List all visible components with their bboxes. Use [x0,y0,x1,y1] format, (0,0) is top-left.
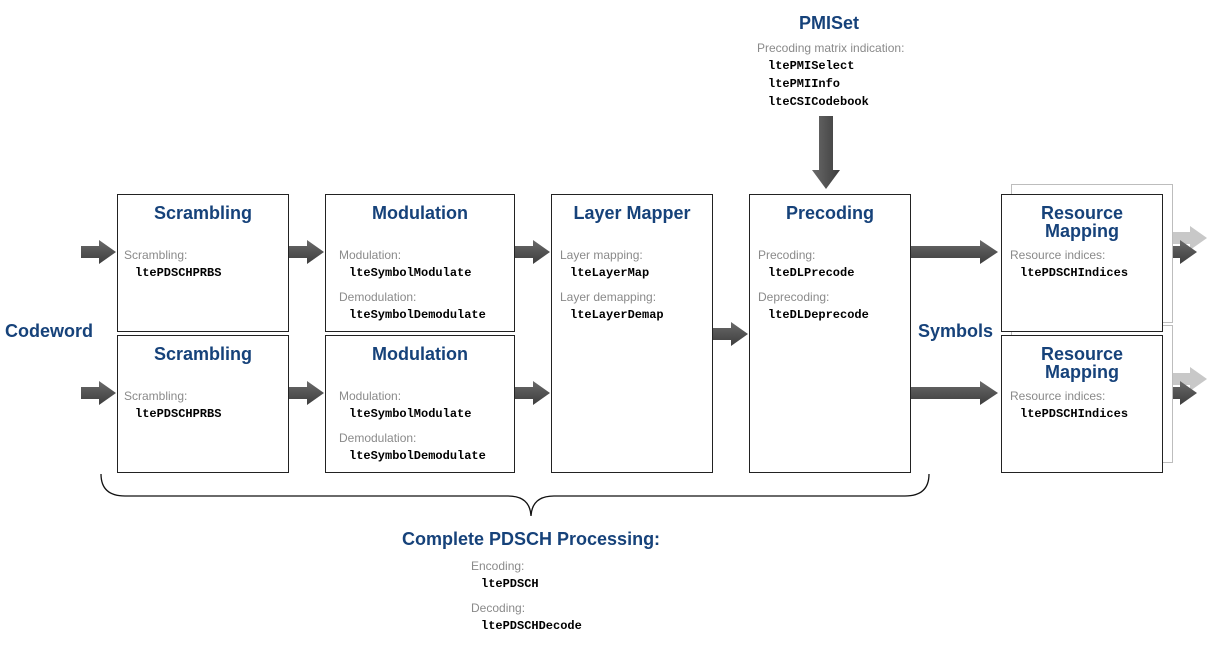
demodulation-label: Demodulation: [339,290,417,304]
arrow-prec-rm1 [911,240,998,264]
pmiset-label: Precoding matrix indication: [757,41,905,55]
modulation-block-2: Modulation Modulation: lteSymbolModulate… [325,335,515,473]
arrow-prec-rm2 [911,381,998,405]
layer-mapping-label: Layer mapping: [560,248,643,262]
resource-indices-label: Resource indices: [1010,389,1106,403]
scrambling-title: Scrambling [153,344,253,364]
modulation-title: Modulation [372,344,468,364]
arrow-mod1-layer [515,240,550,264]
layer-mapper-block: Layer Mapper Layer mapping: lteLayerMap … [551,194,713,473]
resource-indices-label: Resource indices: [1010,248,1106,262]
resource-indices-fn: ltePDSCHIndices [1020,266,1129,280]
resource-mapping-title-line2: Mapping [1045,362,1119,382]
layer-mapping-fn: lteLayerMap [570,266,650,280]
resource-mapping-title-line1: Resource [1040,344,1124,364]
resource-mapping-block-2: Resource Mapping Resource indices: ltePD… [1001,335,1163,473]
pmiset-fn-select: ltePMISelect [768,59,855,73]
scrambling-block-2: Scrambling Scrambling: ltePDSCHPRBS [117,335,289,473]
complete-processing-title: Complete PDSCH Processing: [402,529,661,549]
layer-demapping-fn: lteLayerDemap [570,308,664,322]
arrow-mod2-layer [515,381,550,405]
resource-mapping-title-line1: Resource [1040,203,1124,223]
encoding-label: Encoding: [471,559,525,573]
precoding-block: Precoding Precoding: lteDLPrecode Deprec… [749,194,911,473]
scrambling-title: Scrambling [153,203,253,223]
scrambling-label: Scrambling: [124,389,188,403]
demodulation-fn: lteSymbolDemodulate [349,308,486,322]
encoding-fn: ltePDSCH [481,577,539,591]
modulation-title: Modulation [372,203,468,223]
pmiset-fn-codebook: lteCSICodebook [768,95,869,109]
demodulation-label: Demodulation: [339,431,417,445]
layer-mapper-title: Layer Mapper [573,203,691,223]
deprecoding-label: Deprecoding: [758,290,830,304]
symbols-label: Symbols [918,321,994,341]
decoding-fn: ltePDSCHDecode [481,619,582,633]
arrow-layer-prec [713,322,748,346]
scrambling-block-1: Scrambling Scrambling: ltePDSCHPRBS [117,194,289,332]
modulation-fn: lteSymbolModulate [349,266,472,280]
scrambling-fn: ltePDSCHPRBS [135,407,222,421]
pmiset-fn-info: ltePMIInfo [768,77,841,91]
precoding-fn: lteDLPrecode [768,266,855,280]
pmi-down-arrow [812,116,840,189]
decoding-label: Decoding: [471,601,526,615]
modulation-block-1: Modulation Modulation: lteSymbolModulate… [325,194,515,332]
codeword-label: Codeword [5,321,93,341]
codeword-arrow-2 [81,381,116,405]
resource-mapping-block-1: Resource Mapping Resource indices: ltePD… [1001,194,1163,332]
pmiset-title: PMISet [799,13,860,33]
precoding-title: Precoding [785,203,874,223]
layer-demapping-label: Layer demapping: [560,290,657,304]
scrambling-fn: ltePDSCHPRBS [135,266,222,280]
resource-indices-fn: ltePDSCHIndices [1020,407,1129,421]
modulation-fn: lteSymbolModulate [349,407,472,421]
demodulation-fn: lteSymbolDemodulate [349,449,486,463]
scrambling-label: Scrambling: [124,248,188,262]
modulation-label: Modulation: [339,389,402,403]
processing-brace [100,473,930,517]
precoding-label: Precoding: [758,248,816,262]
arrow-scr2-mod2 [289,381,324,405]
codeword-arrow-1 [81,240,116,264]
deprecoding-fn: lteDLDeprecode [768,308,869,322]
resource-mapping-title-line2: Mapping [1045,221,1119,241]
modulation-label: Modulation: [339,248,402,262]
arrow-scr1-mod1 [289,240,324,264]
